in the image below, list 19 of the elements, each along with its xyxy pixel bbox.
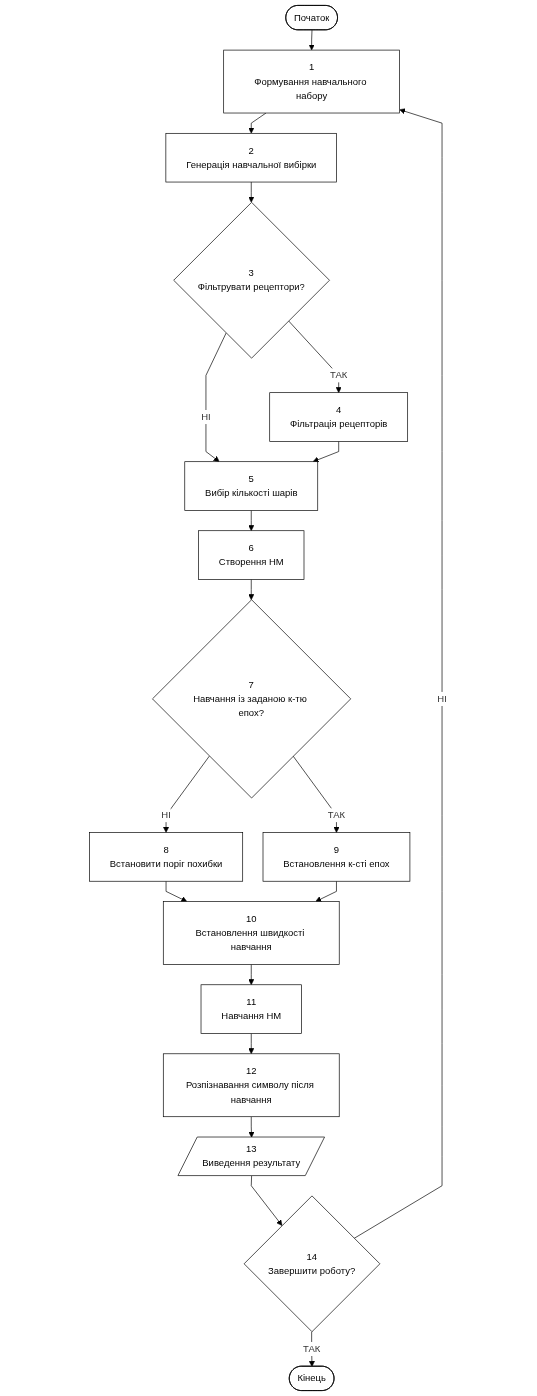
node-box: 5 Вибір кількості шарів	[184, 461, 319, 511]
node-box: 9 Встановлення к-сті епох	[263, 832, 411, 882]
edge-label: НІ	[201, 411, 212, 423]
node-diamond: 7 Навчання із заданою к-тю епох?	[152, 599, 352, 799]
node-box: 6 Створення НМ	[198, 530, 305, 580]
edge-label: ТАК	[303, 1343, 321, 1355]
node-box: 8 Встановити поріг похибки	[89, 832, 244, 882]
node-box: 4 Фільтрація рецепторів	[269, 392, 409, 442]
node-diamond: 3 Фільтрувати рецептори?	[173, 202, 331, 359]
edge-label: ТАК	[330, 369, 348, 381]
edge-label: ТАК	[328, 809, 346, 821]
node-box: 1 Формування навчального набору	[223, 49, 401, 114]
node-box: 12 Розпізнавання символу після навчання	[163, 1053, 340, 1118]
node-diamond: 14 Завершити роботу?	[244, 1195, 381, 1333]
edge-label: НІ	[437, 693, 448, 704]
edge-label: НІ	[161, 809, 172, 821]
node-box: 11 Навчання НМ	[201, 984, 303, 1034]
node-box: 2 Генерація навчальної вибірки	[165, 133, 338, 183]
node-box: 10 Встановлення швидкості навчання	[163, 901, 340, 965]
